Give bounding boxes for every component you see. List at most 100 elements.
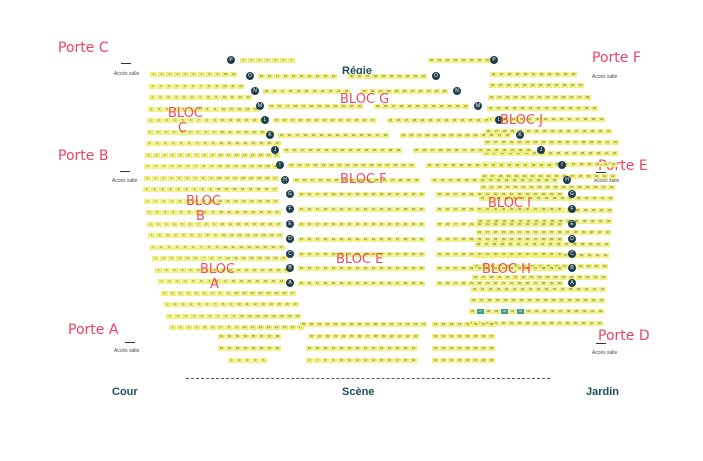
- seat[interactable]: 13: [244, 95, 252, 100]
- seat[interactable]: 13: [248, 256, 256, 261]
- seat[interactable]: 12: [235, 118, 243, 123]
- seat[interactable]: 31: [435, 118, 442, 124]
- seat[interactable]: 37: [556, 320, 563, 326]
- seat[interactable]: 32: [532, 139, 539, 145]
- seat[interactable]: 39: [588, 139, 595, 145]
- seat[interactable]: 30: [500, 320, 507, 326]
- seat[interactable]: 35: [560, 94, 567, 100]
- seat[interactable]: 22: [339, 148, 346, 153]
- seat[interactable]: 25: [436, 266, 443, 272]
- seat[interactable]: 22: [314, 74, 321, 79]
- seat[interactable]: 25: [358, 133, 365, 139]
- seat[interactable]: 18: [402, 358, 409, 363]
- seat[interactable]: 40: [556, 222, 563, 227]
- seat[interactable]: 17: [271, 175, 279, 181]
- seat[interactable]: 8: [211, 267, 219, 273]
- seat[interactable]: 7: [203, 267, 211, 273]
- seat[interactable]: 56: [258, 346, 265, 351]
- seat[interactable]: 31: [527, 105, 534, 111]
- seat[interactable]: 59: [300, 322, 307, 327]
- seat[interactable]: 31: [484, 207, 491, 213]
- seat[interactable]: 6: [209, 325, 217, 330]
- seat[interactable]: 28: [402, 251, 409, 257]
- seat[interactable]: 35: [553, 173, 560, 179]
- seat[interactable]: 2: [177, 325, 185, 330]
- seat[interactable]: 28: [460, 236, 467, 242]
- seat[interactable]: 32: [536, 94, 543, 100]
- seat[interactable]: 26: [481, 173, 488, 179]
- seat[interactable]: 26: [366, 133, 373, 139]
- seat[interactable]: 37: [532, 266, 539, 272]
- seat[interactable]: 17: [297, 325, 305, 330]
- seat[interactable]: 6: [187, 118, 195, 123]
- seat[interactable]: 25: [363, 148, 370, 153]
- seat[interactable]: 8: [201, 152, 209, 158]
- seat[interactable]: 54: [242, 346, 249, 351]
- seat[interactable]: 43: [456, 334, 463, 339]
- seat[interactable]: 40: [590, 207, 597, 213]
- seat[interactable]: 9: [233, 325, 241, 330]
- seat[interactable]: 31: [432, 346, 439, 351]
- seat[interactable]: 10: [238, 313, 246, 319]
- seat[interactable]: 36: [475, 118, 482, 124]
- seat[interactable]: 6: [190, 72, 197, 77]
- seat[interactable]: 28: [460, 207, 467, 213]
- seat[interactable]: 35: [559, 105, 566, 111]
- seat[interactable]: 30: [520, 94, 527, 100]
- seat[interactable]: 25: [436, 207, 443, 213]
- seat[interactable]: 38: [535, 177, 542, 183]
- seat[interactable]: 40: [388, 334, 395, 339]
- seat[interactable]: 33: [438, 103, 445, 109]
- seat[interactable]: 28: [437, 148, 444, 153]
- seat[interactable]: 39: [548, 222, 555, 227]
- seat[interactable]: 27: [488, 185, 495, 190]
- seat[interactable]: 66: [356, 322, 363, 327]
- seat[interactable]: 39: [548, 266, 555, 272]
- seat[interactable]: 9: [211, 106, 219, 112]
- seat[interactable]: 28: [491, 241, 498, 247]
- seat[interactable]: 34: [485, 148, 492, 153]
- seat[interactable]: 65: [250, 334, 257, 339]
- seat[interactable]: 34: [549, 128, 556, 134]
- seat[interactable]: 28: [480, 358, 487, 363]
- seat[interactable]: 38: [565, 309, 572, 315]
- seat[interactable]: 7: [200, 256, 208, 261]
- seat[interactable]: 12: [236, 95, 244, 100]
- seat[interactable]: 9: [209, 152, 217, 158]
- seat[interactable]: 21: [331, 148, 338, 153]
- seat[interactable]: 33: [536, 185, 543, 190]
- seat[interactable]: 31: [516, 230, 523, 236]
- seat[interactable]: 6: [188, 95, 196, 100]
- seat[interactable]: 30: [507, 241, 514, 247]
- seat[interactable]: 30: [418, 236, 425, 242]
- seat[interactable]: 17: [309, 177, 316, 183]
- seat[interactable]: 5: [182, 72, 189, 77]
- seat[interactable]: 41: [597, 218, 604, 224]
- seat[interactable]: 1: [148, 233, 156, 238]
- seat[interactable]: 30: [518, 117, 525, 123]
- seat[interactable]: 15: [378, 358, 385, 363]
- seat[interactable]: 14: [249, 210, 257, 215]
- seat[interactable]: 41: [599, 196, 606, 202]
- seat[interactable]: 14: [247, 175, 255, 181]
- seat[interactable]: 7: [197, 83, 205, 89]
- seat[interactable]: 25: [378, 281, 385, 287]
- seat[interactable]: 27: [478, 298, 485, 303]
- seat[interactable]: 13: [256, 290, 264, 296]
- seat[interactable]: 17: [314, 266, 321, 272]
- seat[interactable]: 34: [508, 236, 515, 242]
- seat[interactable]: 5: [180, 95, 188, 100]
- seat[interactable]: 41: [600, 185, 607, 190]
- seat[interactable]: 7: [193, 210, 201, 215]
- seat[interactable]: 8: [204, 95, 212, 100]
- seat[interactable]: 16: [306, 192, 313, 198]
- seat[interactable]: 27: [497, 83, 504, 89]
- seat[interactable]: 25: [456, 358, 463, 363]
- seat[interactable]: 2: [248, 58, 255, 63]
- seat[interactable]: 34: [456, 346, 463, 351]
- seat[interactable]: 27: [452, 236, 459, 242]
- seat[interactable]: 27: [479, 286, 486, 292]
- seat[interactable]: 40: [546, 162, 553, 168]
- seat[interactable]: 30: [466, 162, 473, 168]
- seat[interactable]: 1: [149, 83, 157, 89]
